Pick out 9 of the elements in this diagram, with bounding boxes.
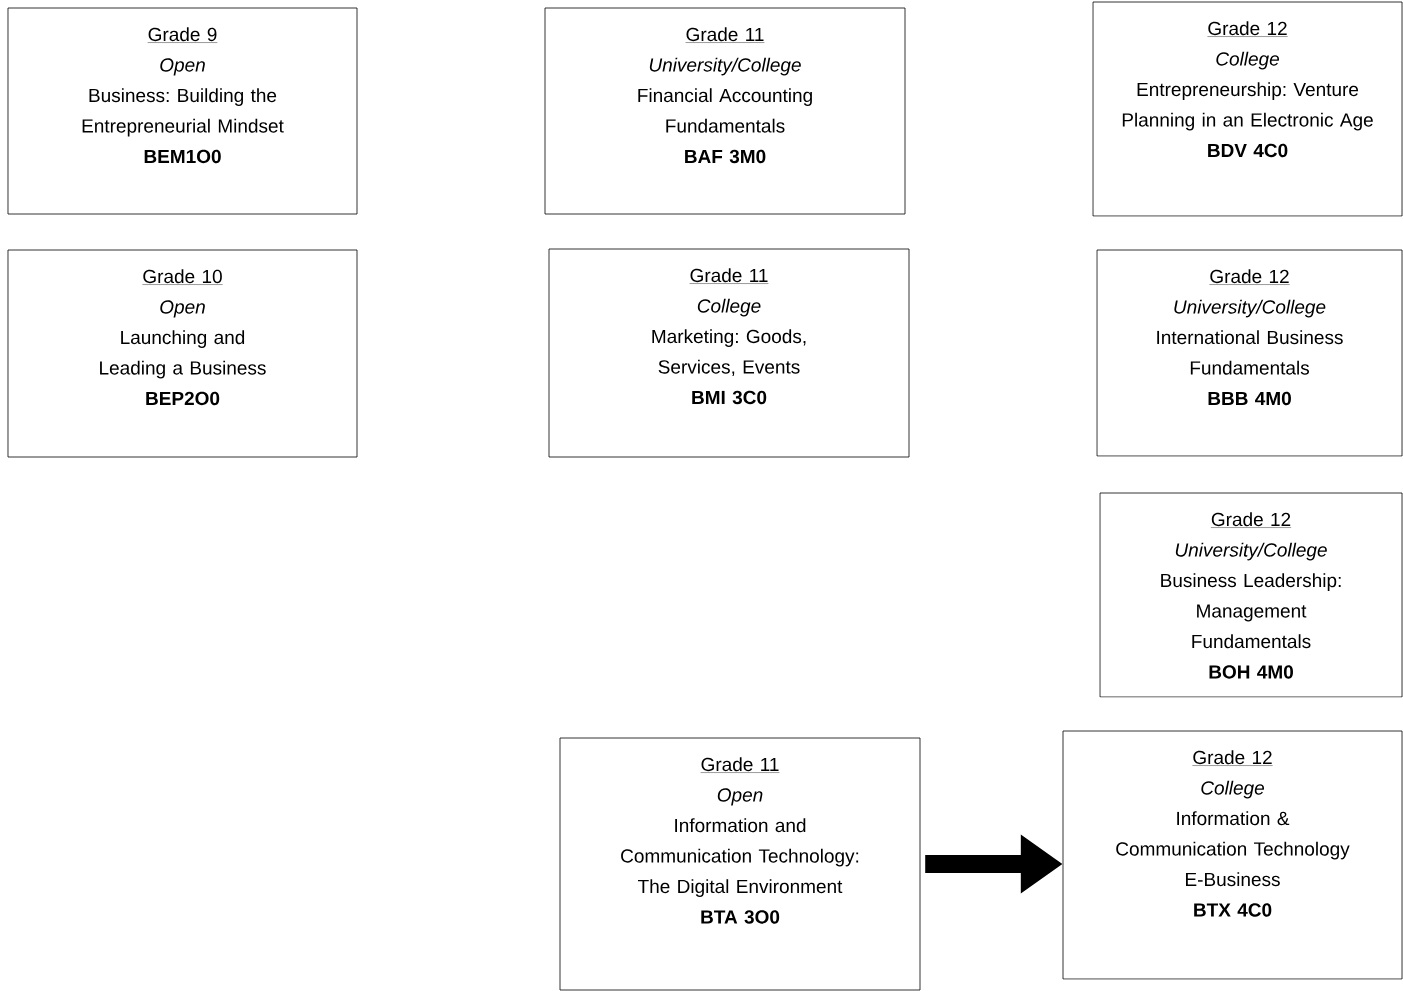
course-box: Grade 12 University/College Business Leadership: Management Fundamentals BOH 4M0 [1099,492,1403,698]
course-box: Grade 12 College Entrepreneurship: Venture Planning in an Electronic Age BDV 4C0 [1092,1,1403,217]
course-box: Grade 11 University/College Financial Accounting Fundamentals BAF 3M0 [544,7,906,215]
course-box: Grade 11 Open Information and Communication Technology: The Digital Environment BTA 3O0 [559,737,921,991]
course-box: Grade 12 College Information & Communication Technology E-Business BTX 4C0 [1062,730,1403,980]
course-box: Grade 12 University/College International Business Fundamentals BBB 4M0 [1096,249,1403,457]
course-box: Grade 9 Open Business: Building the Entrepreneurial Mindset BEM1O0 [7,7,358,215]
course-box: Grade 11 College Marketing: Goods, Services, Events BMI 3C0 [548,248,910,458]
course-box: Grade 10 Open Launching and Leading a Business BEP2O0 [7,249,358,458]
